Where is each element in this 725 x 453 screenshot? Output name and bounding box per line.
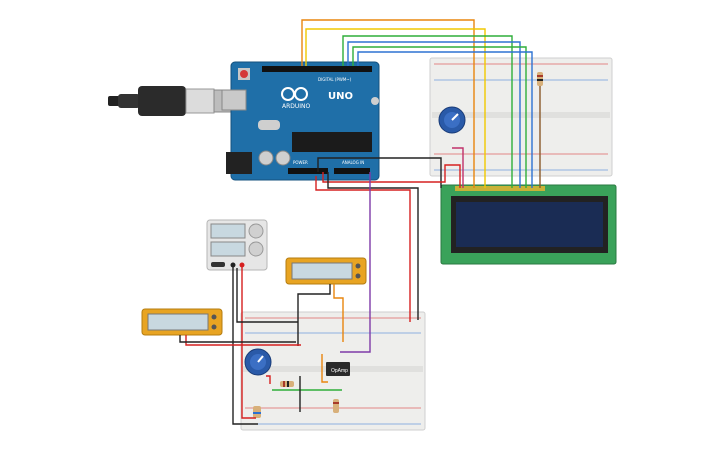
opamp-label: OpAmp <box>331 368 348 374</box>
arduino-logo-icon <box>281 87 308 101</box>
resistor-bottom-icon[interactable] <box>280 381 294 387</box>
wire-orange-bottom <box>321 354 328 383</box>
potentiometer-bottom-icon[interactable] <box>244 348 272 376</box>
analog-header[interactable] <box>334 168 370 174</box>
wire-black-gnd-top <box>317 157 442 188</box>
power-header-label: POWER <box>293 160 308 165</box>
usb-cable-icon[interactable] <box>108 86 233 116</box>
multimeter-upper[interactable] <box>285 257 367 285</box>
microcontroller-chip <box>292 132 372 152</box>
wire-red-meter-lower <box>185 335 301 346</box>
wire-red-5v-top <box>322 164 461 188</box>
multimeter-lower[interactable] <box>141 308 223 336</box>
wire-red-pot <box>266 375 271 384</box>
potentiometer-icon[interactable] <box>438 106 466 134</box>
wire-purple-a0 <box>340 172 371 353</box>
capacitor-icon[interactable] <box>253 406 261 418</box>
wire-black-psu2 <box>236 268 298 323</box>
analog-header-label: ANALOG IN <box>342 160 364 165</box>
board-model: UNO <box>328 91 353 102</box>
wires <box>179 19 541 425</box>
digital-header-label: DIGITAL (PWM~) <box>318 77 352 82</box>
wire-black-psu <box>232 266 258 425</box>
board-brand: ARDUINO <box>282 103 311 110</box>
wire-black-meter-lower <box>179 335 296 343</box>
wire-black-gnd-bottom <box>327 172 419 320</box>
wire-green2-d3 <box>352 46 527 188</box>
arduino-uno-board[interactable]: ARDUINO UNO DIGITAL (PWM~) ANALOG IN POW… <box>221 61 380 181</box>
digital-header[interactable] <box>262 66 372 72</box>
wire-red-5v-bottom <box>315 176 411 322</box>
lcd-display[interactable] <box>440 184 617 265</box>
opamp-chip[interactable]: OpAmp <box>326 362 350 376</box>
wire-green-d5 <box>342 35 513 188</box>
reset-button-icon[interactable] <box>238 68 250 80</box>
breadboard-top[interactable] <box>429 57 613 177</box>
wire-orange-d12 <box>301 19 475 188</box>
wire-black-meter-upper <box>297 284 331 346</box>
resistor-vertical-icon[interactable] <box>333 399 339 413</box>
power-header[interactable] <box>288 168 328 174</box>
wire-orange-meter-upper <box>333 284 344 342</box>
wire-magenta-contrast <box>452 147 464 188</box>
wire-yellow-d11 <box>305 28 486 188</box>
wire-red-psu <box>241 266 256 419</box>
power-supply[interactable] <box>206 219 268 271</box>
wire-blue-d4 <box>347 41 521 188</box>
resistor-icon[interactable] <box>537 72 543 86</box>
wire-blue2-d2 <box>357 51 533 188</box>
